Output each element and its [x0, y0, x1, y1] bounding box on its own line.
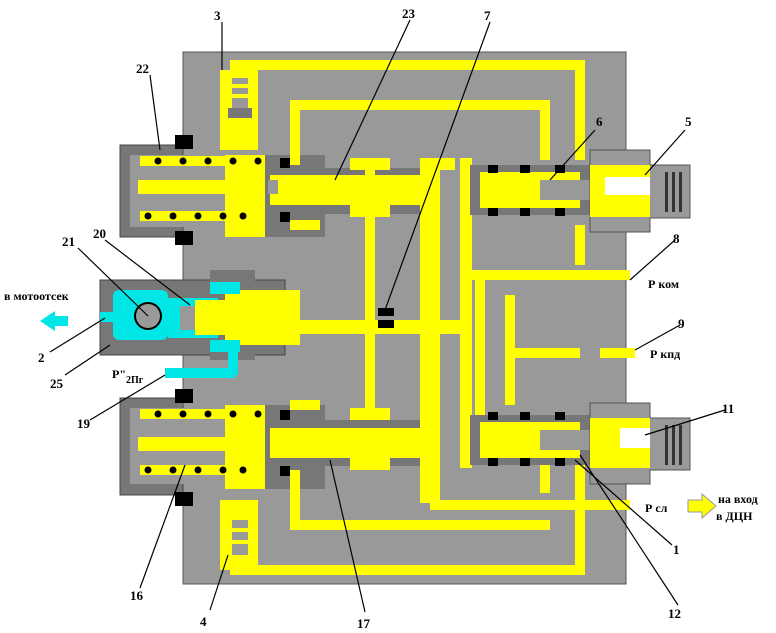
label-2: 2 [38, 350, 45, 365]
label-25: 25 [50, 376, 64, 391]
label-21: 21 [62, 234, 75, 249]
lower-piston [225, 405, 265, 489]
label-5: 5 [685, 114, 692, 129]
label-17: 17 [357, 616, 371, 631]
label-6: 6 [596, 114, 603, 129]
label-20: 20 [93, 226, 106, 241]
label-16: 16 [130, 588, 144, 603]
motor-compartment-label: в мотоотсек [4, 289, 69, 303]
label-7: 7 [484, 8, 491, 23]
dcn-outlet-arrow-icon [687, 492, 717, 520]
label-23: 23 [402, 6, 416, 21]
motor-outlet-arrow-icon [40, 311, 68, 331]
label-4: 4 [200, 614, 207, 629]
p2-label: Р"2Пг [112, 367, 144, 386]
upper-piston [225, 155, 265, 237]
p-sl-label: Р сл [645, 501, 668, 515]
p-kom-label: Р ком [648, 277, 679, 291]
label-3: 3 [214, 8, 221, 23]
dcn-input-label-2: в ДЦН [716, 509, 753, 523]
label-19: 19 [77, 416, 91, 431]
label-8: 8 [673, 231, 680, 246]
cyan-pipe-19 [165, 368, 235, 378]
p-kpd-label: Р кпд [650, 347, 680, 361]
label-9: 9 [678, 316, 685, 331]
dcn-input-label-1: на вход [718, 492, 758, 506]
label-22: 22 [136, 61, 149, 76]
bellows-20 [195, 300, 225, 335]
upper-left-spring [140, 156, 260, 166]
label-1: 1 [673, 542, 680, 557]
label-11: 11 [722, 401, 734, 416]
label-12: 12 [668, 606, 681, 621]
